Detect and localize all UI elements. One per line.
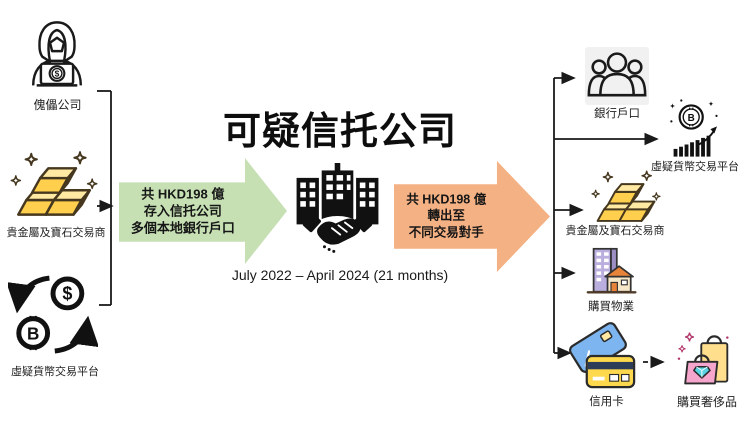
svg-text:B: B bbox=[27, 324, 39, 343]
source-label-crypto-platform: 虛疑貨幣交易平台 bbox=[11, 366, 99, 378]
svg-text:$: $ bbox=[62, 284, 72, 304]
destination-label-luxury-goods: 購買奢侈品 bbox=[676, 395, 737, 409]
destination-label-bank-accounts: 銀行戶口 bbox=[594, 108, 640, 120]
trust-company-buildings-handshake-icon bbox=[291, 161, 384, 258]
inflow-arrow-text: 共 HKD198 億 存入信托公司 多個本地銀行戶口 bbox=[130, 186, 235, 236]
source-label-puppet-company: 傀儡公司 bbox=[33, 98, 82, 112]
people-group-icon bbox=[585, 47, 649, 105]
hooded-figure-laptop-icon: $ bbox=[22, 16, 92, 96]
bitcoin-chart-icon: B bbox=[667, 96, 722, 160]
svg-text:B: B bbox=[688, 113, 695, 124]
gold-bars-icon bbox=[588, 168, 664, 230]
gold-bars-icon bbox=[8, 148, 100, 226]
credit-cards-icon bbox=[569, 318, 643, 394]
timeline-text: July 2022 – April 2024 (21 months) bbox=[231, 267, 449, 283]
property-buildings-icon bbox=[582, 245, 640, 299]
svg-text:$: $ bbox=[55, 69, 60, 79]
destination-label-gold-dealer: 貴金屬及寶石交易商 bbox=[565, 225, 665, 237]
destination-label-crypto-platform: 虛疑貨幣交易平台 bbox=[651, 161, 739, 173]
crypto-exchange-icon: $ B bbox=[8, 270, 98, 360]
outflow-arrow-text: 共 HKD198 億 轉出至 不同交易對手 bbox=[406, 192, 487, 240]
shopping-bags-icon bbox=[674, 324, 736, 394]
destination-label-property: 購買物業 bbox=[588, 301, 634, 313]
page-title: 可疑信托公司 bbox=[222, 111, 457, 153]
destination-label-credit-card: 信用卡 bbox=[589, 396, 624, 408]
source-label-gold-dealer: 貴金屬及寶石交易商 bbox=[6, 227, 106, 239]
